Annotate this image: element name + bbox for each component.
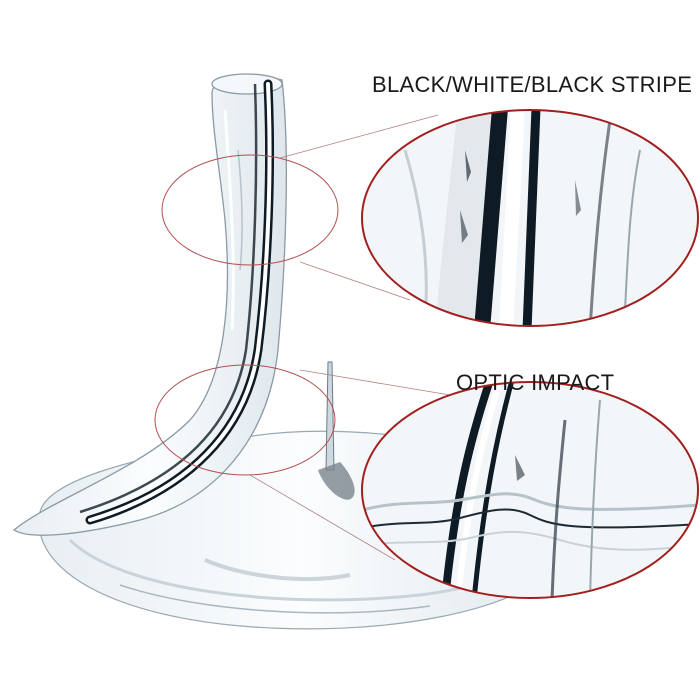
callout-label-optic: OPTIC IMPACT [456,370,615,395]
leader-lines [249,114,451,561]
source-ring-optic [154,364,336,476]
callout-label-stripe: BLACK/WHITE/BLACK STRIPE [372,72,693,97]
zoom-callout-stripe [361,109,699,327]
glass-rod [318,361,355,500]
source-ring-stripe [161,154,339,266]
zoom-callout-optic [361,381,699,599]
decanter-neck [12,73,287,536]
